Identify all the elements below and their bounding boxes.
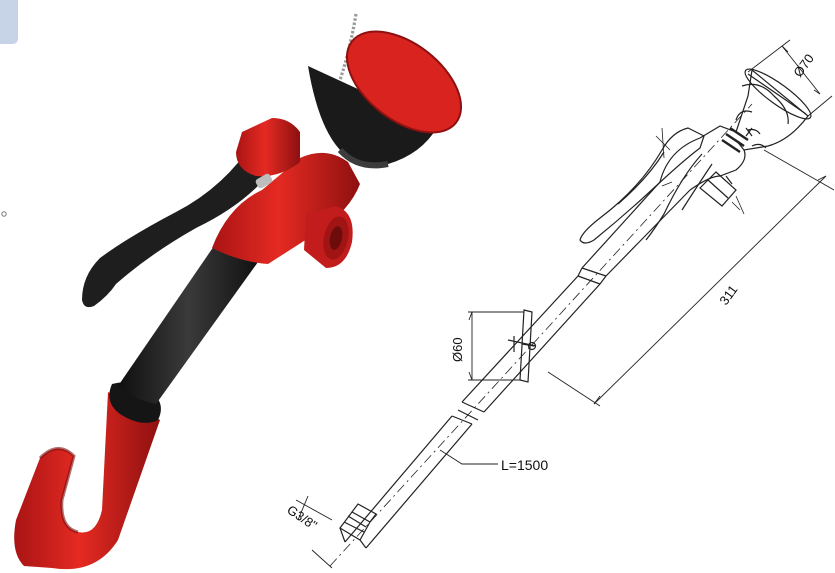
red-upper-body xyxy=(212,152,360,264)
dim-connection-thread: G3/8" xyxy=(284,502,320,533)
wall-plate xyxy=(519,309,533,383)
black-grip xyxy=(118,244,258,404)
hose-coupling xyxy=(451,401,485,425)
black-funnel xyxy=(308,66,438,166)
lever-outline xyxy=(579,127,705,244)
side-port xyxy=(699,171,737,207)
dim-cap-diameter: Ø70 xyxy=(790,51,817,80)
eyewash-photo xyxy=(14,13,463,570)
corner-tab xyxy=(0,0,18,44)
dim-hose-length: L=1500 xyxy=(501,457,548,473)
head-nut xyxy=(721,127,749,153)
dim-overall-length: 311 xyxy=(716,282,740,308)
spray-head xyxy=(659,68,809,183)
dimension-lines xyxy=(295,39,835,569)
upper-tube xyxy=(461,275,601,413)
technical-drawing xyxy=(329,68,812,567)
hose-outline xyxy=(344,415,473,549)
lever-pivot xyxy=(236,118,300,177)
centerline xyxy=(329,103,753,567)
edge-dot xyxy=(1,211,7,217)
dim-wall-plate-diameter: Ø60 xyxy=(450,337,465,362)
red-bracket xyxy=(14,392,161,570)
